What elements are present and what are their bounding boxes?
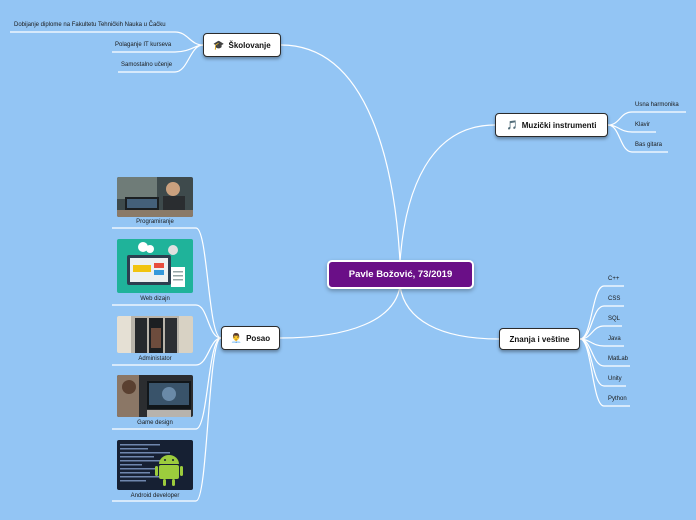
leaf-znanja-cpp[interactable]: C++	[608, 276, 620, 282]
caption-android-developer: Android developer	[130, 493, 180, 499]
root-node[interactable]: Pavle Božović, 73/2019	[327, 260, 474, 289]
leaf-skolovanje-diploma[interactable]: Dobijanje diplome na Fakultetu Tehničkih…	[14, 22, 166, 28]
caption-programiranje: Programiranje	[136, 219, 174, 225]
person-icon: 👨‍💼	[230, 332, 243, 343]
link-root-muzicki	[399, 124, 496, 263]
branch-skolovanje[interactable]: 🎓 Školovanje	[203, 33, 281, 57]
branch-posao-label: Posao	[246, 333, 271, 343]
image-game-design	[117, 375, 193, 417]
image-administator	[117, 316, 193, 353]
branch-skolovanje-label: Školovanje	[228, 40, 271, 50]
caption-game-design: Game design	[137, 420, 173, 426]
branch-znanja-label: Znanja i veštine	[509, 334, 570, 344]
branch-muzicki[interactable]: 🎵 Muzički instrumenti	[495, 113, 608, 137]
branch-posao[interactable]: 👨‍💼 Posao	[221, 326, 280, 350]
leaf-znanja-unity[interactable]: Unity	[608, 376, 622, 382]
leaf-muzicki-klavir[interactable]: Klavir	[635, 122, 651, 128]
caption-administator: Administator	[138, 356, 172, 362]
branch-muzicki-label: Muzički instrumenti	[521, 120, 597, 130]
link-root-posao	[279, 285, 401, 339]
link-root-skolovanje	[280, 44, 401, 263]
link-root-znanja	[399, 285, 500, 340]
leaf-skolovanje-samostalno[interactable]: Samostalno učenje	[121, 62, 173, 68]
music-note-icon: 🎵	[506, 119, 518, 130]
graduation-cap-icon: 🎓	[213, 39, 225, 50]
caption-web-dizajn: Web dizajn	[140, 296, 170, 302]
leaf-znanja-css[interactable]: CSS	[608, 296, 621, 302]
image-programiranje	[117, 177, 193, 217]
image-android-developer	[117, 440, 193, 490]
image-web-dizajn	[117, 239, 193, 293]
leaf-znanja-java[interactable]: Java	[608, 336, 621, 342]
leaf-znanja-python[interactable]: Python	[608, 396, 627, 402]
leaf-skolovanje-kursevi[interactable]: Polaganje IT kurseva	[115, 42, 172, 48]
leaf-znanja-sql[interactable]: SQL	[608, 316, 621, 322]
root-label: Pavle Božović, 73/2019	[348, 269, 453, 280]
leaf-muzicki-harmonika[interactable]: Usna harmonika	[635, 102, 679, 108]
branch-znanja[interactable]: Znanja i veštine	[499, 328, 580, 350]
leaf-znanja-matlab[interactable]: MatLab	[608, 356, 629, 362]
leaf-muzicki-bas[interactable]: Bas gitara	[635, 142, 663, 148]
